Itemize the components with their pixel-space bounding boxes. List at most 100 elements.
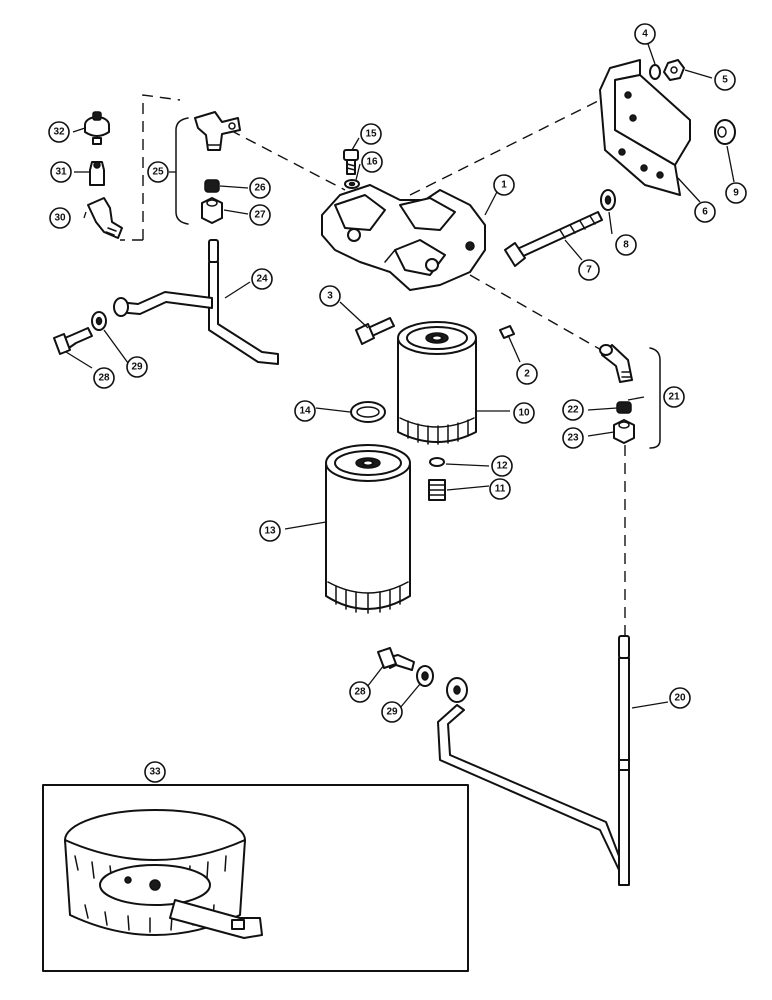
svg-text:14: 14 (299, 406, 311, 417)
banjo-bolt-upper (53, 327, 93, 355)
mounting-capscrew (355, 317, 395, 345)
svg-text:8: 8 (623, 240, 629, 251)
drain-plug (428, 479, 446, 501)
svg-text:3: 3 (327, 291, 333, 302)
callout-11: 11 (489, 478, 511, 500)
svg-text:6: 6 (702, 207, 708, 218)
svg-text:10: 10 (518, 408, 530, 419)
callout-29: 29 (126, 356, 148, 378)
fuel-line-upper (113, 239, 279, 365)
svg-text:20: 20 (674, 693, 686, 704)
callout-2: 2 (516, 363, 538, 385)
callout-12: 12 (491, 455, 513, 477)
long-bolt (504, 211, 603, 267)
callout-28-lower: 28 (349, 681, 371, 703)
svg-text:5: 5 (722, 75, 728, 86)
svg-text:7: 7 (586, 265, 592, 276)
banjo-bolt-lower (377, 647, 415, 671)
svg-text:2: 2 (524, 369, 530, 380)
mounting-bracket (599, 59, 691, 196)
svg-text:9: 9 (733, 188, 739, 199)
callout-13: 13 (259, 520, 281, 542)
callout-1: 1 (493, 174, 515, 196)
spacer (714, 119, 736, 145)
callout-27: 27 (249, 204, 271, 226)
svg-text:31: 31 (55, 167, 67, 178)
sealing-washer-lower (416, 665, 434, 687)
tee-fitting (194, 111, 241, 151)
assembly-dashed-lines (120, 89, 626, 640)
callout-32: 32 (48, 121, 70, 143)
tee-sleeve (204, 179, 220, 193)
callout-26: 26 (249, 177, 271, 199)
switch-elbow (87, 197, 123, 239)
bracket-washer-and-nut (649, 59, 685, 81)
callout-3: 3 (319, 285, 341, 307)
elbow-fitting (599, 344, 633, 383)
sealing-washer-upper (91, 311, 107, 331)
svg-text:22: 22 (567, 405, 579, 416)
svg-text:11: 11 (495, 484, 506, 495)
callout-10: 10 (513, 402, 535, 424)
callout-20: 20 (669, 687, 691, 709)
callout-9: 9 (725, 182, 747, 204)
filter-wrench-inset (42, 784, 469, 972)
callout-16: 16 (361, 151, 383, 173)
callout-30: 30 (49, 207, 71, 229)
svg-text:21: 21 (668, 392, 680, 403)
svg-text:29: 29 (386, 707, 398, 718)
callout-15: 15 (360, 123, 382, 145)
callout-6: 6 (694, 201, 716, 223)
callout-28: 28 (93, 367, 115, 389)
tee-nut (201, 197, 223, 224)
svg-text:13: 13 (264, 526, 276, 537)
head-screw (343, 149, 359, 175)
svg-text:27: 27 (254, 210, 266, 221)
svg-text:12: 12 (496, 461, 508, 472)
callout-24: 24 (251, 268, 273, 290)
filter-head (321, 184, 486, 291)
svg-text:33: 33 (149, 767, 161, 778)
callout-4: 4 (634, 23, 656, 45)
compression-sleeve (616, 401, 632, 414)
callout-29-lower: 29 (381, 701, 403, 723)
pressure-switch (84, 111, 110, 145)
svg-text:24: 24 (256, 274, 268, 285)
filter-element-lower (325, 444, 411, 614)
svg-text:15: 15 (365, 129, 377, 140)
filter-element-upper (397, 321, 477, 445)
callout-31: 31 (50, 161, 72, 183)
o-ring (429, 457, 445, 467)
callout-33: 33 (144, 761, 166, 783)
seal-ring (350, 401, 386, 423)
fuel-line-lower (437, 635, 630, 886)
svg-text:1: 1 (501, 180, 507, 191)
svg-text:4: 4 (642, 29, 648, 40)
callout-22: 22 (562, 399, 584, 421)
callout-14: 14 (294, 400, 316, 422)
pipe-plug (499, 325, 515, 339)
bracket-25 (175, 117, 189, 225)
svg-text:23: 23 (567, 433, 579, 444)
bracket-21 (649, 347, 661, 449)
callout-5: 5 (714, 69, 736, 91)
svg-text:16: 16 (366, 157, 378, 168)
adapter-fitting (89, 161, 105, 186)
svg-text:28: 28 (98, 373, 110, 384)
callout-25: 25 (147, 161, 169, 183)
svg-text:30: 30 (54, 213, 66, 224)
svg-text:29: 29 (131, 362, 143, 373)
callout-7: 7 (578, 259, 600, 281)
lock-washer (344, 179, 360, 189)
callout-8: 8 (615, 234, 637, 256)
leader-lines (65, 43, 735, 786)
svg-text:28: 28 (354, 687, 366, 698)
callout-21: 21 (663, 386, 685, 408)
compression-nut (613, 419, 635, 444)
svg-text:26: 26 (254, 183, 266, 194)
svg-text:32: 32 (53, 127, 65, 138)
svg-text:25: 25 (152, 167, 164, 178)
flat-washer (600, 189, 616, 211)
callout-23: 23 (562, 427, 584, 449)
